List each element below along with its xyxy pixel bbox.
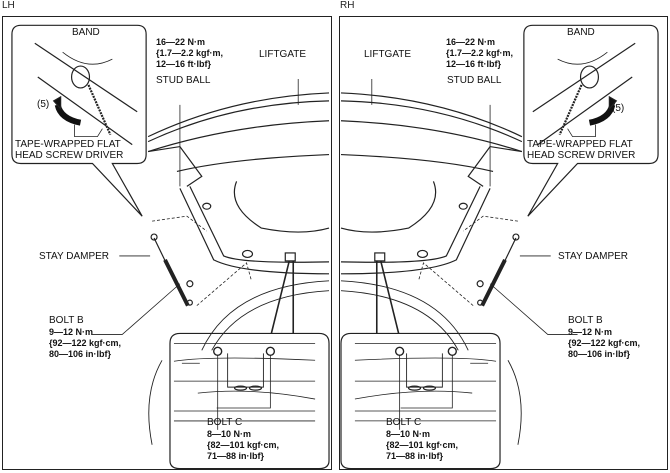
stud-ball-torque: 16—22 N·m {1.7—2.2 kgf·m, 12—16 ft·lbf} (156, 37, 223, 70)
bolt-c-torque: 8—10 N·m {82—101 kgf·cm, 71—88 in·lbf} (207, 429, 279, 462)
torque-line: {1.7—2.2 kgf·m, (156, 48, 224, 58)
liftgate-label: LIFTGATE (259, 49, 307, 60)
stud-ball-label: STUD BALL (447, 75, 502, 86)
torque-line: 12—16 ft·lbf} (446, 59, 502, 69)
liftgate-illustration-rh (340, 24, 659, 469)
step-number-label: (5) (612, 103, 625, 114)
screwdriver-label-line: TAPE-WRAPPED FLAT (527, 139, 633, 150)
bolt-b-label: BOLT B (568, 315, 603, 326)
panel-lh: BAND (5) TAPE-WRAPPED FLAT HEAD SCREW DR… (2, 16, 332, 470)
screwdriver-label: TAPE-WRAPPED FLAT HEAD SCREW DRIVER (527, 139, 635, 161)
torque-line: 16—22 N·m (156, 37, 206, 47)
bolt-c-detail-callout (169, 332, 330, 469)
panel-rh: BAND (5) TAPE-WRAPPED FLAT HEAD SCREW DR… (339, 16, 668, 470)
stay-damper-label: STAY DAMPER (558, 251, 629, 262)
bolt-c-detail-callout (340, 332, 501, 469)
torque-line: {92—122 kgf·cm, (568, 338, 641, 348)
band-detail-callout (11, 24, 147, 217)
torque-line: 12—16 ft·lbf} (156, 59, 212, 69)
step-number-label: (5) (37, 99, 50, 110)
bolt-b-torque: 9—12 N·m {92—122 kgf·cm, 80—106 in·lbf} (49, 327, 121, 360)
band-detail-callout (523, 24, 659, 217)
stud-ball-torque: 16—22 N·m {1.7—2.2 kgf·m, 12—16 ft·lbf} (446, 37, 513, 70)
bolt-c-torque: 8—10 N·m {82—101 kgf·cm, 71—88 in·lbf} (386, 429, 458, 462)
torque-line: 80—106 in·lbf} (568, 349, 631, 359)
torque-line: {92—122 kgf·cm, (49, 338, 122, 348)
torque-line: 8—10 N·m (386, 429, 431, 439)
liftgate-illustration-lh (11, 24, 330, 469)
torque-line: 16—22 N·m (446, 37, 496, 47)
bolt-b-torque: 9—12 N·m {92—122 kgf·cm, 80—106 in·lbf} (568, 327, 640, 360)
band-label: BAND (72, 27, 100, 38)
band-label: BAND (567, 27, 595, 38)
bolt-c-label: BOLT C (207, 417, 243, 428)
side-label-lh: LH (2, 0, 15, 11)
side-label-rh: RH (340, 0, 355, 11)
bolt-c-label: BOLT C (386, 417, 422, 428)
bolt-b-label: BOLT B (49, 315, 84, 326)
torque-line: 80—106 in·lbf} (49, 349, 112, 359)
torque-line: 71—88 in·lbf} (207, 451, 265, 461)
screwdriver-label-line: TAPE-WRAPPED FLAT (15, 139, 121, 150)
screwdriver-label-line: HEAD SCREW DRIVER (527, 150, 636, 161)
torque-line: {82—101 kgf·cm, (386, 440, 459, 450)
screwdriver-label-line: HEAD SCREW DRIVER (15, 150, 124, 161)
torque-line: 71—88 in·lbf} (386, 451, 444, 461)
torque-line: {1.7—2.2 kgf·m, (446, 48, 514, 58)
screwdriver-label: TAPE-WRAPPED FLAT HEAD SCREW DRIVER (15, 139, 123, 161)
torque-line: {82—101 kgf·cm, (207, 440, 280, 450)
stay-damper-label: STAY DAMPER (39, 251, 110, 262)
torque-line: 9—12 N·m (49, 327, 94, 337)
stud-ball-label: STUD BALL (156, 75, 211, 86)
torque-line: 8—10 N·m (207, 429, 252, 439)
liftgate-label: LIFTGATE (364, 49, 412, 60)
torque-line: 9—12 N·m (568, 327, 613, 337)
